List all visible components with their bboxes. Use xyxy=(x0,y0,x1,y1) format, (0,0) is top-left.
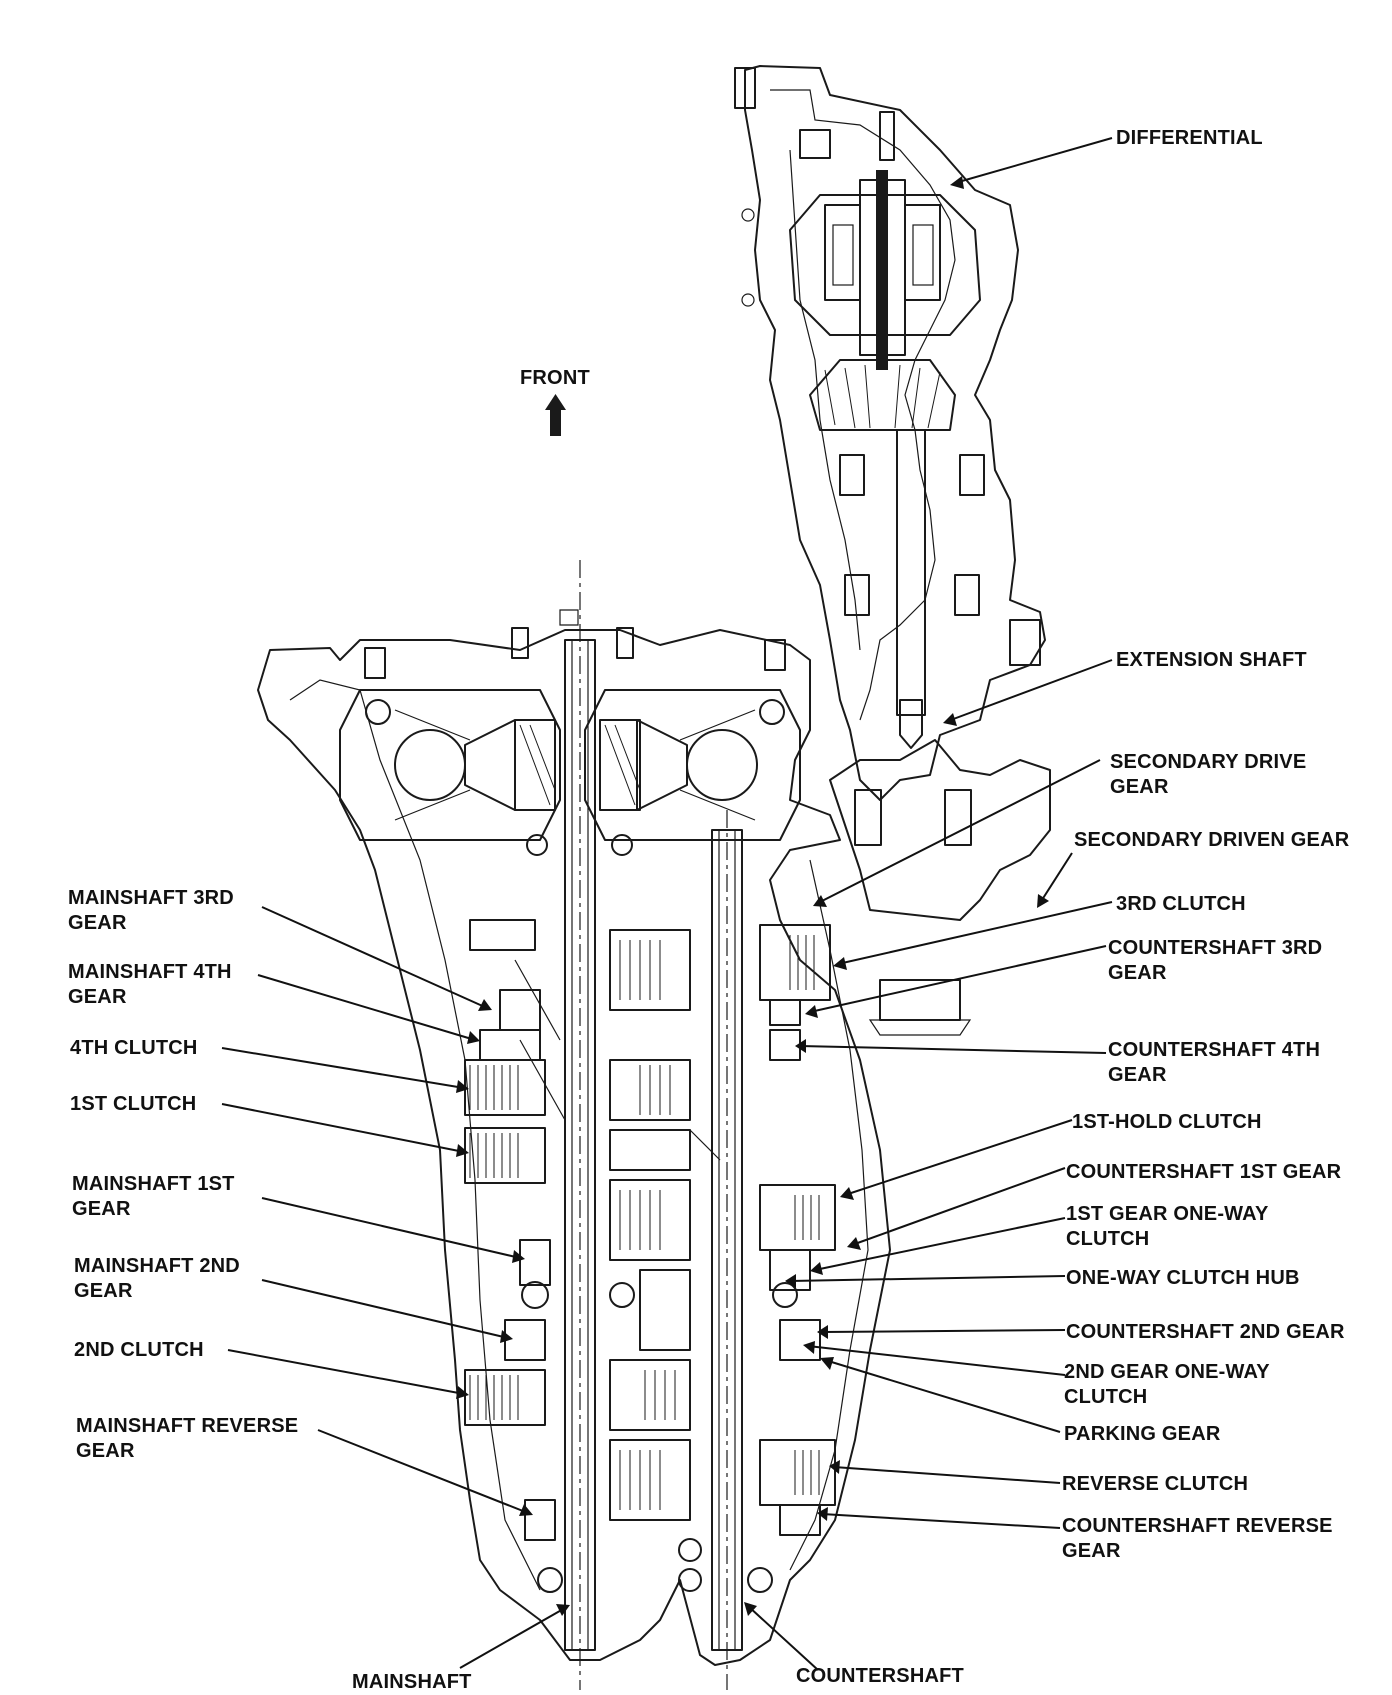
label-countershaft-1st-gear: COUNTERSHAFT 1ST GEAR xyxy=(1066,1160,1341,1185)
label-line: MAINSHAFT 3RD xyxy=(68,887,234,909)
label-line: 1ST CLUTCH xyxy=(70,1093,197,1115)
label-line: DIFFERENTIAL xyxy=(1116,127,1263,149)
label-1st-gear-one-way-clutch: 1ST GEAR ONE-WAY CLUTCH xyxy=(1066,1202,1269,1252)
label-line: COUNTERSHAFT 1ST GEAR xyxy=(1066,1161,1342,1183)
label-line: EXTENSION SHAFT xyxy=(1116,649,1307,671)
leader-lines xyxy=(459,137,1113,1671)
front-label: FRONT xyxy=(520,367,590,389)
label-2nd-clutch: 2ND CLUTCH xyxy=(74,1338,204,1363)
label-line: CLUTCH xyxy=(1066,1228,1150,1250)
label-reverse-clutch: REVERSE CLUTCH xyxy=(1062,1472,1248,1497)
label-mainshaft-1st-gear: MAINSHAFT 1ST GEAR xyxy=(72,1172,235,1222)
leader-lines-left xyxy=(221,906,533,1516)
label-line: GEAR xyxy=(76,1440,135,1462)
label-line: MAINSHAFT 2ND xyxy=(74,1255,240,1277)
label-mainshaft: MAINSHAFT xyxy=(352,1670,472,1695)
label-line: GEAR xyxy=(1062,1540,1121,1562)
label-1st-hold-clutch: 1ST-HOLD CLUTCH xyxy=(1072,1110,1262,1135)
label-line: COUNTERSHAFT REVERSE xyxy=(1062,1515,1333,1537)
label-mainshaft-4th-gear: MAINSHAFT 4TH GEAR xyxy=(68,960,232,1010)
label-line: MAINSHAFT 4TH xyxy=(68,961,232,983)
label-line: COUNTERSHAFT 2ND GEAR xyxy=(1066,1321,1345,1343)
label-secondary-drive-gear: SECONDARY DRIVE GEAR xyxy=(1110,750,1306,800)
label-line: COUNTERSHAFT 3RD xyxy=(1108,937,1323,959)
label-countershaft-3rd-gear: COUNTERSHAFT 3RD GEAR xyxy=(1108,936,1322,986)
label-line: SECONDARY DRIVE xyxy=(1110,751,1307,773)
label-line: 1ST GEAR ONE-WAY xyxy=(1066,1203,1269,1225)
label-mainshaft-reverse-gear: MAINSHAFT REVERSE GEAR xyxy=(76,1414,298,1464)
label-line: PARKING GEAR xyxy=(1064,1423,1221,1445)
label-countershaft-2nd-gear: COUNTERSHAFT 2ND GEAR xyxy=(1066,1320,1345,1345)
label-line: 2ND GEAR ONE-WAY xyxy=(1064,1361,1270,1383)
label-one-way-clutch-hub: ONE-WAY CLUTCH HUB xyxy=(1066,1266,1300,1291)
label-line: SECONDARY DRIVEN GEAR xyxy=(1074,829,1350,851)
label-secondary-driven-gear: SECONDARY DRIVEN GEAR xyxy=(1074,828,1349,853)
label-line: ONE-WAY CLUTCH HUB xyxy=(1066,1267,1300,1289)
front-arrow-icon xyxy=(545,394,566,436)
label-countershaft: COUNTERSHAFT xyxy=(796,1664,964,1689)
label-mainshaft-2nd-gear: MAINSHAFT 2ND GEAR xyxy=(74,1254,240,1304)
label-line: GEAR xyxy=(1108,1064,1167,1086)
label-line: GEAR xyxy=(68,912,127,934)
transmission-case xyxy=(257,560,891,1690)
differential-assembly xyxy=(734,65,1051,1036)
label-line: CLUTCH xyxy=(1064,1386,1148,1408)
label-line: GEAR xyxy=(74,1280,133,1302)
label-countershaft-4th-gear: COUNTERSHAFT 4TH GEAR xyxy=(1108,1038,1320,1088)
label-line: MAINSHAFT xyxy=(352,1671,472,1693)
label-differential: DIFFERENTIAL xyxy=(1116,126,1263,151)
label-line: GEAR xyxy=(1108,962,1167,984)
label-line: GEAR xyxy=(72,1198,131,1220)
label-line: MAINSHAFT 1ST xyxy=(72,1173,235,1195)
label-extension-shaft: EXTENSION SHAFT xyxy=(1116,648,1307,673)
label-countershaft-reverse-gear: COUNTERSHAFT REVERSE GEAR xyxy=(1062,1514,1333,1564)
label-line: COUNTERSHAFT 4TH xyxy=(1108,1039,1321,1061)
label-line: 2ND CLUTCH xyxy=(74,1339,204,1361)
label-1st-clutch: 1ST CLUTCH xyxy=(70,1092,196,1117)
label-3rd-clutch: 3RD CLUTCH xyxy=(1116,892,1246,917)
label-line: 4TH CLUTCH xyxy=(70,1037,198,1059)
label-4th-clutch: 4TH CLUTCH xyxy=(70,1036,198,1061)
label-line: MAINSHAFT REVERSE xyxy=(76,1415,299,1437)
label-line: COUNTERSHAFT xyxy=(796,1665,964,1687)
label-parking-gear: PARKING GEAR xyxy=(1064,1422,1220,1447)
label-line: GEAR xyxy=(68,986,127,1008)
label-line: 3RD CLUTCH xyxy=(1116,893,1246,915)
label-line: GEAR xyxy=(1110,776,1169,798)
label-2nd-gear-one-way-clutch: 2ND GEAR ONE-WAY CLUTCH xyxy=(1064,1360,1270,1410)
label-mainshaft-3rd-gear: MAINSHAFT 3RD GEAR xyxy=(68,886,234,936)
label-line: 1ST-HOLD CLUTCH xyxy=(1072,1111,1262,1133)
label-line: REVERSE CLUTCH xyxy=(1062,1473,1249,1495)
